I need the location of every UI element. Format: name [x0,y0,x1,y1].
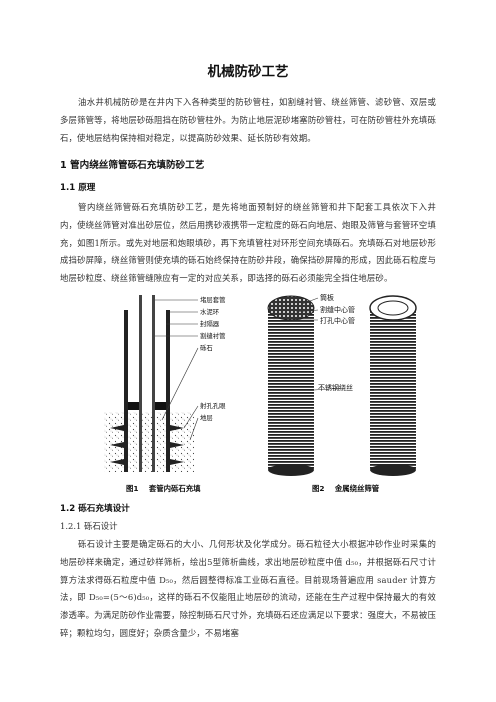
fig1-label-1: 水泥环 [200,307,220,316]
figure-1-caption: 图1 套管内砾石充填 [126,484,201,493]
screen-left-cylinder [268,308,314,470]
liner-right [152,295,155,472]
intro-paragraph: 油水井机械防砂是在井内下入各种类型的防砂管柱，如割缝衬管、绕丝筛管、滤砂管、双层… [60,97,436,143]
fig1-label-4: 砾石 [200,344,213,352]
fig2-label-2: 打孔中心管 [320,316,355,325]
casing-right [166,310,170,472]
fig2-label-0: 筒板 [320,293,334,302]
page-title: 机械防砂工艺 [207,64,289,80]
section-heading-1-1: 1.1 原理 [60,183,96,193]
fig1-label-5: 射孔孔眼 [200,401,226,410]
fig2-label-1: 割缝中心管 [320,305,355,314]
fig2-label-3: 不锈钢绕丝 [318,383,353,392]
section-heading-1: 1 管内绕丝筛管砾石充填防砂工艺 [60,160,205,171]
casing-left [124,310,128,472]
perforation-tunnels [110,425,184,465]
principle-paragraph: 管内绕丝筛管砾石充填防砂工艺，是先将地面预制好的绕丝筛管和井下配套工具依次下入井… [60,202,436,284]
packer-left [128,402,139,410]
fig1-label-2: 封隔器 [200,319,220,328]
fig1-label-0: 堵层套管 [200,295,226,304]
section-heading-1-2-1: 1.2.1 砾石设计 [60,521,118,531]
figure-2-wire-wrapped-screen: 筒板 割缝中心管 打孔中心管 不锈钢绕丝 [267,293,417,476]
section-heading-1-2: 1.2 砾石充填设计 [60,504,130,514]
figure-2-caption: 图2 金属绕丝筛管 [312,484,380,493]
packer-right [155,402,166,410]
gravel-design-paragraph: 砾石设计主要是确定砾石的大小、几何形状及化学成分。砾石粒径大小根据冲砂作业时采集… [60,539,436,638]
liner-left [139,295,142,472]
figure-1-casing-gravel-pack: 堵层套管 水泥环 封隔器 割缝衬管 砾石 射孔孔眼 地层 [104,295,226,472]
screen-right-cylinder [370,308,416,470]
fig1-label-6: 地层 [200,413,213,422]
fig1-label-3: 割缝衬管 [200,331,226,340]
